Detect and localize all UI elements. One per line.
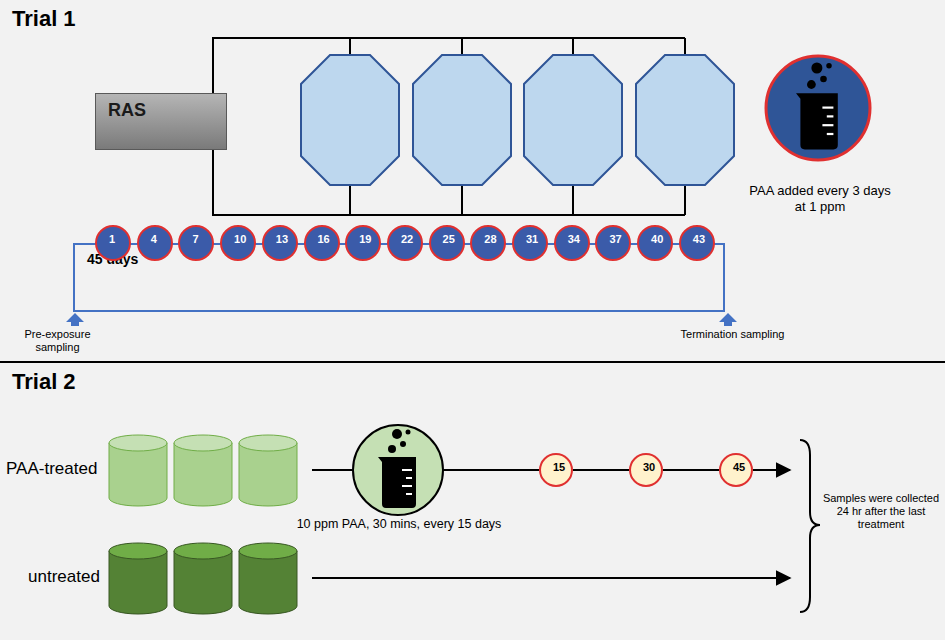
dose-day-circle: 4 xyxy=(137,225,173,261)
node-label: 34 xyxy=(568,233,580,245)
tank-body xyxy=(239,443,297,506)
panel-separator xyxy=(0,361,945,363)
treatment-day-circle: 15 xyxy=(539,453,573,487)
dose-day-circle: 31 xyxy=(512,225,548,261)
timeline-connector xyxy=(663,469,719,471)
dose-day-circle: 25 xyxy=(429,225,465,261)
timeline-arrow xyxy=(753,469,790,471)
tank xyxy=(239,543,297,614)
node-label: 31 xyxy=(526,233,538,245)
beaker-icon xyxy=(796,63,838,150)
tank-body xyxy=(109,551,167,614)
tank xyxy=(301,55,399,185)
dose-day-circle: 22 xyxy=(387,225,423,261)
node-label: RAS xyxy=(108,100,146,121)
dose-day-circle: 10 xyxy=(220,225,256,261)
sampling-arrow xyxy=(719,313,737,326)
tank-body xyxy=(239,551,297,614)
node-label: 28 xyxy=(484,233,496,245)
beaker-badge xyxy=(766,56,870,160)
group-label: untreated xyxy=(28,567,108,587)
dose-day-circle: 16 xyxy=(304,225,340,261)
panel-title: Trial 1 xyxy=(12,6,76,32)
node-label: 13 xyxy=(276,233,288,245)
tank-body xyxy=(174,443,232,506)
sampling-arrow xyxy=(66,313,84,326)
dose-day-circle: 40 xyxy=(637,225,673,261)
timeline-line xyxy=(443,469,539,471)
treatment-day-circle: 45 xyxy=(719,453,753,487)
tank xyxy=(636,55,734,185)
tank xyxy=(174,435,232,506)
panel-title: Trial 2 xyxy=(12,369,76,395)
sampling-label: Termination sampling xyxy=(680,328,785,341)
tank xyxy=(174,543,232,614)
node-label: 40 xyxy=(651,233,663,245)
node-label: 16 xyxy=(318,233,330,245)
timeline-connector xyxy=(573,469,629,471)
tank-top xyxy=(109,435,167,451)
node-label: 10 xyxy=(234,233,246,245)
node-label: 19 xyxy=(359,233,371,245)
dosing-note: PAA added every 3 days at 1 ppm xyxy=(745,183,895,214)
tank-top xyxy=(109,543,167,559)
dose-day-circle: 37 xyxy=(595,225,631,261)
sampling-label: Pre-exposure sampling xyxy=(5,328,110,354)
tank-top xyxy=(174,543,232,559)
tank xyxy=(524,55,622,185)
node-label: 1 xyxy=(109,233,115,245)
dose-day-circle: 43 xyxy=(679,225,715,261)
sampling-note: Samples were collected 24 hr after the l… xyxy=(820,492,942,532)
dose-day-circle: 34 xyxy=(554,225,590,261)
pipework xyxy=(213,38,685,215)
beaker-icon xyxy=(378,429,416,508)
treatment-day-circle: 30 xyxy=(629,453,663,487)
node-label: 25 xyxy=(443,233,455,245)
timeline-line xyxy=(312,469,353,471)
trial-panel: Trial 2 15 30 45 xyxy=(0,363,945,640)
ras-unit: RAS xyxy=(95,93,227,150)
dose-day-circle: 7 xyxy=(178,225,214,261)
tank-top xyxy=(239,543,297,559)
tank-top xyxy=(174,435,232,451)
node-label: 4 xyxy=(151,233,157,245)
node-label: 45 xyxy=(733,461,745,473)
tank-top xyxy=(239,435,297,451)
tank xyxy=(239,435,297,506)
timeline-arrow xyxy=(312,577,790,579)
tank xyxy=(109,435,167,506)
node-label: 37 xyxy=(609,233,621,245)
dose-day-circle: 13 xyxy=(262,225,298,261)
dose-day-circle: 19 xyxy=(345,225,381,261)
group-label: PAA-treated xyxy=(6,459,106,479)
node-label: 7 xyxy=(192,233,198,245)
node-label: 15 xyxy=(553,461,565,473)
treatment-note: 10 ppm PAA, 30 mins, every 15 days xyxy=(268,517,530,532)
trial-panel: Trial 1RAS45 days14710131619222528313437… xyxy=(0,0,945,362)
tank-body xyxy=(174,551,232,614)
dose-day-circle: 1 xyxy=(95,225,131,261)
node-label: 30 xyxy=(643,461,655,473)
tank-body xyxy=(109,443,167,506)
beaker-badge xyxy=(353,425,443,515)
node-label: 43 xyxy=(693,233,705,245)
node-label: 22 xyxy=(401,233,413,245)
dose-day-circle: 28 xyxy=(470,225,506,261)
tank xyxy=(109,543,167,614)
tank xyxy=(413,55,511,185)
bracket xyxy=(800,440,820,612)
